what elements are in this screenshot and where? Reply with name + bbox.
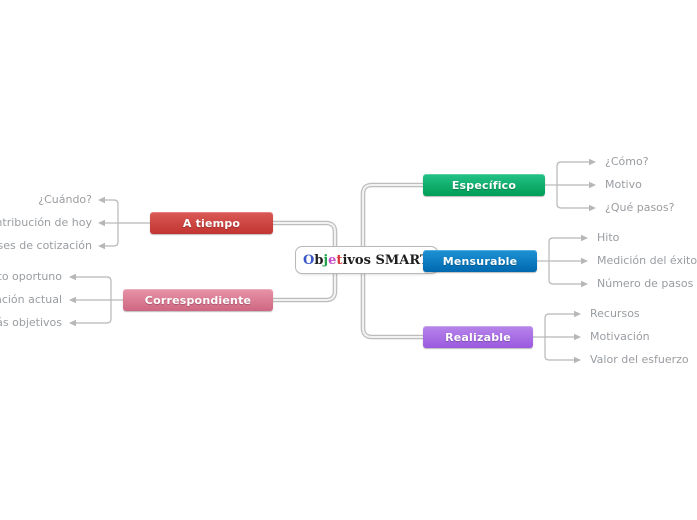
branch-label: Mensurable <box>442 254 518 268</box>
branch-node-especifico[interactable]: Específico <box>423 174 545 196</box>
arrowhead-icon <box>98 196 105 204</box>
connector-line <box>76 300 112 324</box>
subtopic-label[interactable]: ¿Qué pasos? <box>605 201 675 214</box>
bracket-especifico <box>545 158 596 212</box>
central-topic-letter: t <box>336 252 343 268</box>
bracket-mensurable <box>537 234 588 288</box>
arrowhead-icon <box>98 219 105 227</box>
connector-line <box>544 313 574 337</box>
branch-node-correspondiente[interactable]: Correspondiente <box>123 289 273 311</box>
arrowhead-icon <box>574 356 581 364</box>
central-topic-letter: ivos <box>342 252 371 268</box>
subtopic-label[interactable]: Motivo <box>605 178 642 191</box>
branch-node-realizable[interactable]: Realizable <box>423 326 533 348</box>
arrowhead-icon <box>69 273 76 281</box>
arrowhead-icon <box>581 280 588 288</box>
arrowhead-icon <box>574 333 581 341</box>
branch-node-a-tiempo[interactable]: A tiempo <box>150 212 273 234</box>
subtopic-label[interactable]: Motivación <box>590 330 650 343</box>
arrowhead-icon <box>98 242 105 250</box>
connector-line <box>76 276 112 300</box>
connector-correspondiente <box>273 271 338 303</box>
subtopic-label[interactable]: ¿Cuándo? <box>38 193 92 206</box>
branch-label: Realizable <box>445 330 511 344</box>
bracket-a-tiempo <box>98 196 150 250</box>
connector-line <box>548 237 581 261</box>
subtopic-label[interactable]: más objetivos <box>0 316 62 329</box>
branch-node-mensurable[interactable]: Mensurable <box>423 250 537 272</box>
branch-label: Específico <box>451 178 517 192</box>
arrowhead-icon <box>589 204 596 212</box>
subtopic-label[interactable]: Contribución de hoy <box>0 216 92 229</box>
subtopic-label[interactable]: meses de cotización <box>0 239 92 252</box>
subtopic-label[interactable]: ¿Cómo? <box>605 155 649 168</box>
arrowhead-icon <box>69 319 76 327</box>
arrowhead-icon <box>69 296 76 304</box>
central-topic-node[interactable]: Objetivos SMART <box>295 246 438 274</box>
central-topic-letter: b <box>314 252 324 268</box>
central-topic-letter: e <box>328 252 337 268</box>
branch-label: A tiempo <box>182 216 241 230</box>
arrowhead-icon <box>574 310 581 318</box>
central-topic-letter: O <box>303 252 315 268</box>
subtopic-label[interactable]: Hito <box>597 231 620 244</box>
subtopic-label[interactable]: Recursos <box>590 307 640 320</box>
connector-line <box>548 261 581 285</box>
bracket-correspondiente <box>69 273 123 327</box>
connector-line <box>273 221 337 248</box>
connector-a-tiempo <box>273 220 338 248</box>
subtopic-label[interactable]: Valor del esfuerzo <box>590 353 689 366</box>
subtopic-label[interactable]: ento oportuno <box>0 270 62 283</box>
arrowhead-icon <box>589 158 596 166</box>
central-topic-label: Objetivos SMART <box>303 253 430 268</box>
subtopic-label[interactable]: tuación actual <box>0 293 62 306</box>
subtopic-label[interactable]: Medición del éxito <box>597 254 697 267</box>
arrowhead-icon <box>589 181 596 189</box>
arrowhead-icon <box>581 257 588 265</box>
connector-line <box>273 220 338 248</box>
connector-line <box>105 199 119 223</box>
connector-line <box>273 271 337 302</box>
branch-label: Correspondiente <box>144 293 252 307</box>
connector-line <box>105 223 119 247</box>
arrowhead-icon <box>581 234 588 242</box>
subtopic-label[interactable]: Número de pasos <box>597 277 694 290</box>
connector-line <box>556 161 589 185</box>
connector-line <box>556 185 589 209</box>
central-topic-letter: SMART <box>370 252 430 268</box>
central-topic-letter: j <box>323 252 329 268</box>
connector-line <box>544 337 574 361</box>
connector-line <box>273 271 338 303</box>
bracket-realizable <box>533 310 581 364</box>
